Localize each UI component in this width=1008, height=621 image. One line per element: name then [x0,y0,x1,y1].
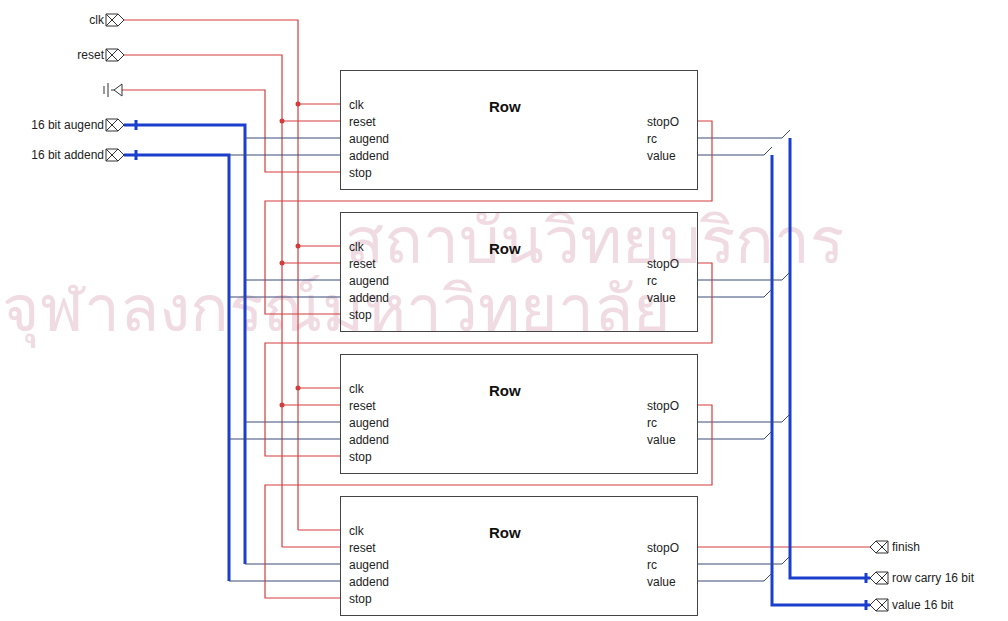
vcc-wire [122,90,340,172]
port-label: augend [349,416,389,430]
port-label: augend [349,558,389,572]
stop-chain-wire [265,263,712,456]
addend-bus [124,155,229,581]
input-pin [106,49,124,61]
junction-dot [280,403,285,408]
input-pin [106,149,124,161]
pin-label: 16 bit addend [31,148,104,162]
reset-wire [282,121,340,547]
port-label: addend [349,149,389,163]
port-label: value [647,291,676,305]
input-pin [106,14,124,26]
vcc-symbol [104,83,114,97]
rc-bus [790,138,870,578]
port-label: reset [349,399,376,413]
pin-label: value 16 bit [892,598,953,612]
port-label: stop [349,166,372,180]
port-label: stopO [647,257,679,271]
output-pin [870,599,888,611]
port-label: addend [349,291,389,305]
port-label: rc [647,132,657,146]
value-tap [698,147,772,581]
row-title: Row [489,240,521,257]
port-label: rc [647,558,657,572]
row-block: Row clk reset augend addend stop stopO rc value [340,496,698,616]
port-label: value [647,149,676,163]
output-pin [870,541,888,553]
port-label: stopO [647,399,679,413]
value-bus [772,155,870,605]
clk-wire [298,104,340,530]
port-label: stop [349,592,372,606]
clk-wire [124,20,298,530]
row-title: Row [489,524,521,541]
junction-dot [280,261,285,266]
port-label: reset [349,257,376,271]
port-label: reset [349,115,376,129]
junction-dot [296,386,301,391]
port-label: reset [349,541,376,555]
vcc-symbol [114,84,122,96]
pin-label: finish [892,540,920,554]
junction-dot [296,244,301,249]
pin-label: row carry 16 bit [892,571,974,585]
augend-bus [124,125,245,564]
stop-chain-wire [265,121,712,314]
bus-tick [136,120,866,610]
port-label: clk [349,240,364,254]
pin-label: 16 bit augend [31,118,104,132]
watermark: จุฬาลงกรณ์มหาวิทยาลัย [2,257,671,359]
port-label: addend [349,575,389,589]
pin-label: reset [77,48,104,62]
port-label: stop [349,308,372,322]
port-label: stop [349,450,372,464]
pin-label: clk [89,13,104,27]
junction-dot [296,102,301,107]
port-label: stopO [647,541,679,555]
input-pin [106,119,124,131]
row-title: Row [489,382,521,399]
stop-chain-wire [265,405,712,598]
port-label: clk [349,98,364,112]
port-label: stopO [647,115,679,129]
finish-wire [698,546,870,547]
output-pin [870,572,888,584]
port-label: rc [647,416,657,430]
row-block: Row clk reset augend addend stop stopO rc value [340,212,698,332]
junction-dot [280,119,285,124]
port-label: rc [647,274,657,288]
port-label: augend [349,132,389,146]
port-label: value [647,433,676,447]
row-title: Row [489,98,521,115]
port-label: clk [349,382,364,396]
row-block: Row clk reset augend addend stop stopO rc value [340,354,698,474]
port-label: addend [349,433,389,447]
port-label: clk [349,524,364,538]
addend-tap [229,155,340,581]
row-block: Row clk reset augend addend stop stopO rc value [340,70,698,190]
port-label: augend [349,274,389,288]
reset-wire [124,55,282,547]
port-label: value [647,575,676,589]
augend-tap [245,138,340,564]
